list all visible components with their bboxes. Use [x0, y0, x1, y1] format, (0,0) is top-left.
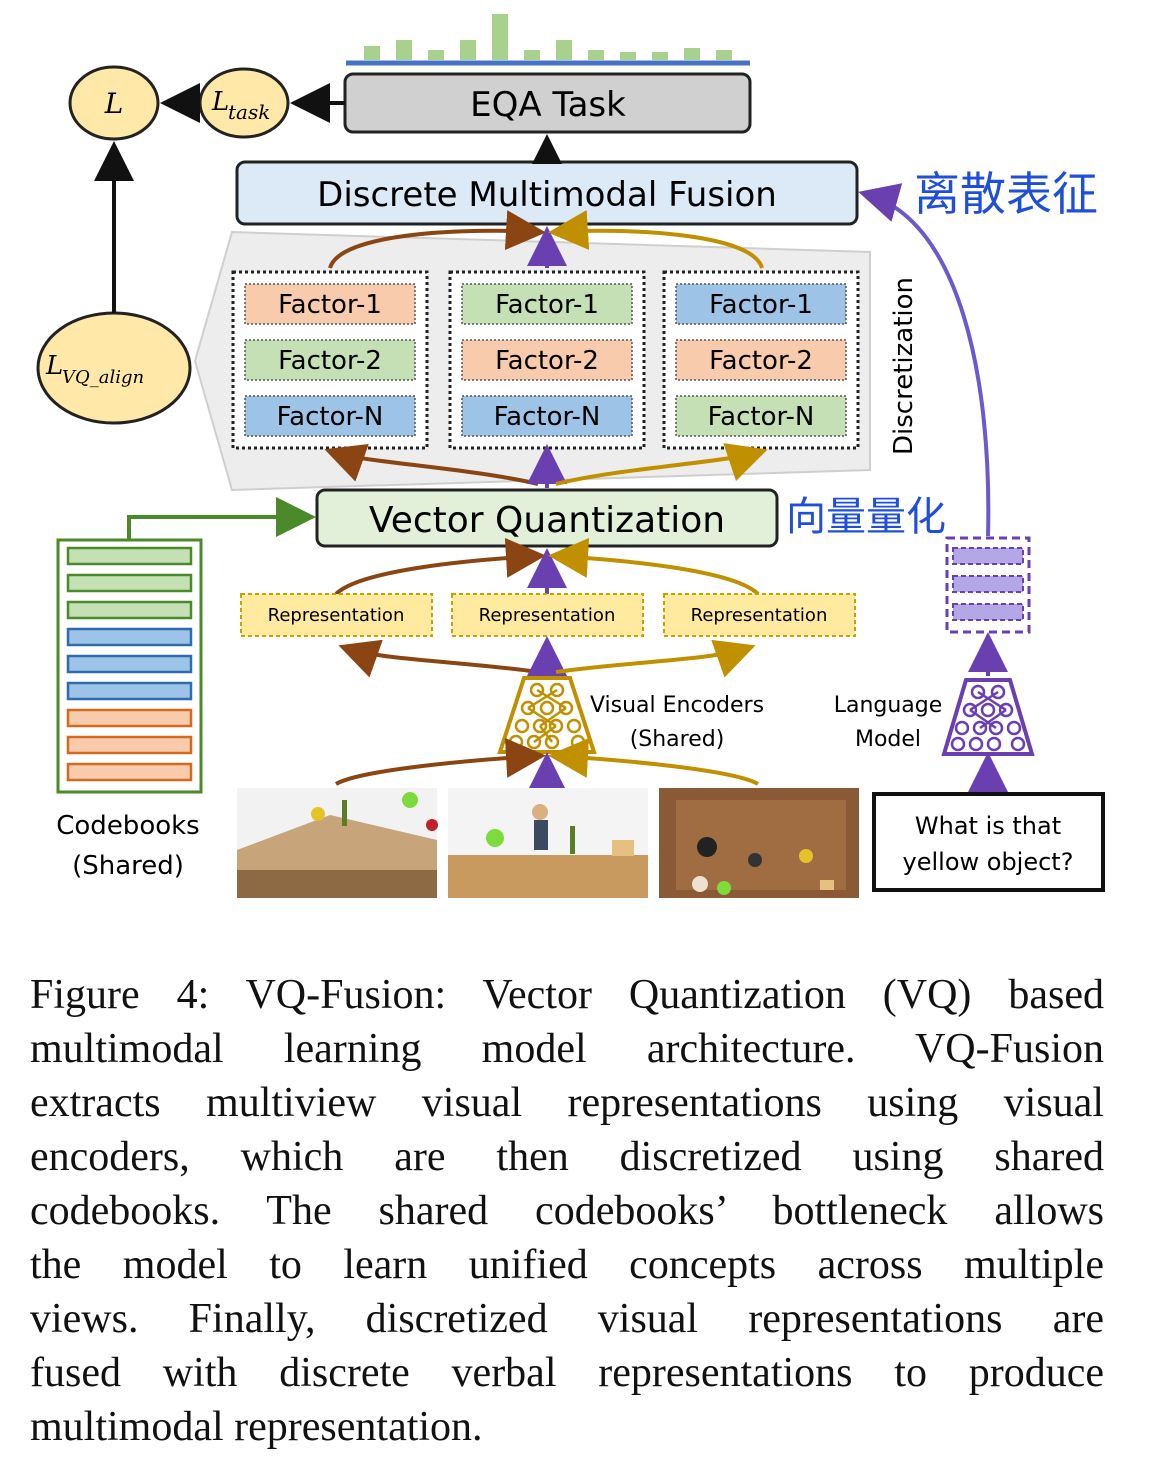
caption-line: codebooks. The shared codebooks’ bottlen… [30, 1188, 1104, 1234]
factor-box [461, 283, 633, 325]
loss-total-label: L [104, 87, 124, 120]
discretization-label: Discretization [889, 277, 919, 455]
scene-image-3 [659, 788, 859, 898]
caption-line: views. Finally, discretized visual repre… [30, 1296, 1104, 1342]
codebook-entry [66, 708, 193, 728]
factor-box [675, 283, 847, 325]
codebook-entry [66, 681, 193, 701]
codebook-entry [66, 573, 193, 593]
language-model-sublabel: Model [855, 727, 921, 752]
fusion-label: Discrete Multimodal Fusion [317, 175, 777, 215]
codebooks: Codebooks (Shared) [56, 538, 203, 881]
eqa-task-label: EQA Task [470, 85, 626, 125]
vector-quantization-box: Vector Quantization [315, 488, 779, 548]
annotation-vector-quantization: 向量量化 [786, 494, 946, 540]
scene-image-2 [448, 788, 648, 898]
visual-encoders-label: Visual Encoders [590, 693, 764, 718]
loss-vq-align-label: L [45, 351, 63, 381]
caption-line: multimodal representation. [30, 1404, 483, 1450]
factor-label: Factor-1 [495, 290, 599, 320]
caption-line: Figure 4: VQ-Fusion: Vector Quantization… [30, 972, 1104, 1018]
factor-label: Factor-2 [495, 346, 599, 376]
loss-task-label: L [211, 87, 229, 117]
language-model-icon [941, 678, 1035, 756]
caption-line: extracts multiview visual representation… [30, 1080, 1104, 1126]
question-box: What is that yellow object? [872, 792, 1105, 892]
architecture-diagram: EQA Task L L task L VQ_align Discrete Mu… [36, 14, 1105, 898]
factor-box [244, 283, 416, 325]
factor-label: Factor-2 [709, 346, 813, 376]
factor-box [461, 339, 633, 381]
language-token-stack [945, 536, 1031, 634]
codebooks-label: Codebooks [56, 811, 199, 841]
scene-image-1 [237, 788, 438, 898]
factor-label: Factor-N [494, 402, 601, 432]
factor-box [675, 339, 847, 381]
codebook-entry [66, 654, 193, 674]
question-line2: yellow object? [903, 848, 1074, 876]
language-model-label: Language [834, 693, 943, 718]
loss-vq-align: L VQ_align [36, 311, 192, 425]
factor-box [461, 395, 633, 437]
fusion-box: Discrete Multimodal Fusion [235, 160, 859, 226]
caption-line: encoders, which are then discretized usi… [30, 1134, 1104, 1180]
loss-vq-align-subscript: VQ_align [62, 367, 144, 388]
factor-box [244, 395, 416, 437]
representations: Representation Representation Representati… [240, 593, 856, 637]
factor-label: Factor-N [708, 402, 815, 432]
loss-task: L task [198, 67, 290, 139]
visual-encoder-icon [497, 676, 597, 754]
factor-label: Factor-1 [709, 290, 813, 320]
codebooks-sublabel: (Shared) [72, 851, 184, 881]
figure-caption: Figure 4: VQ-Fusion: Vector Quantization… [30, 968, 1104, 1454]
codebook-entry [66, 735, 193, 755]
annotation-discrete-features: 离散表征 [914, 167, 1098, 221]
output-histogram [346, 14, 750, 66]
caption-line: fused with discrete verbal representatio… [30, 1350, 1104, 1396]
factor-box [244, 339, 416, 381]
factor-label: Factor-1 [278, 290, 382, 320]
representation-label: Representation [268, 605, 405, 626]
eqa-task-box: EQA Task [343, 72, 752, 134]
representation-box [451, 593, 644, 637]
representation-label: Representation [691, 605, 828, 626]
question-line1: What is that [915, 812, 1061, 840]
representation-box [663, 593, 856, 637]
factor-box [675, 395, 847, 437]
codebook-entry [66, 546, 193, 566]
representation-box [240, 593, 433, 637]
representation-label: Representation [479, 605, 616, 626]
vector-quantization-label: Vector Quantization [369, 500, 725, 541]
codebook-entry [66, 762, 193, 782]
visual-encoders-sublabel: (Shared) [630, 727, 725, 752]
caption-line: the model to learn unified concepts acro… [30, 1242, 1104, 1288]
caption-line: multimodal learning model architecture. … [30, 1026, 1104, 1072]
codebook-entry [66, 627, 193, 647]
codebook-entry [66, 600, 193, 620]
loss-task-subscript: task [228, 100, 270, 124]
factor-label: Factor-N [277, 402, 384, 432]
loss-total: L [68, 65, 160, 141]
factor-label: Factor-2 [278, 346, 382, 376]
